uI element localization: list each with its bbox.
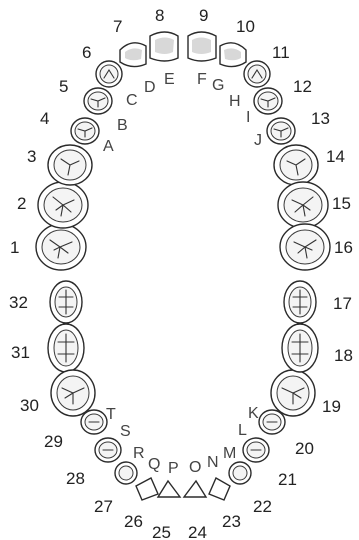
- tooth-28: [94, 437, 122, 463]
- label-permanent-23: 23: [222, 512, 241, 531]
- tooth-1: [35, 223, 87, 271]
- label-permanent-5: 5: [59, 77, 68, 96]
- tooth-5: [83, 87, 113, 115]
- label-permanent-11: 11: [272, 43, 290, 62]
- tooth-22: [228, 461, 252, 485]
- label-primary-M: M: [223, 445, 236, 462]
- tooth-7: [119, 42, 147, 68]
- tooth-6: [95, 60, 123, 88]
- tooth-15: [277, 181, 329, 229]
- label-permanent-15: 15: [332, 194, 351, 213]
- label-permanent-22: 22: [253, 497, 272, 516]
- tooth-12: [253, 87, 283, 115]
- label-permanent-3: 3: [27, 147, 36, 166]
- label-permanent-25: 25: [152, 523, 171, 540]
- label-permanent-13: 13: [311, 109, 330, 128]
- label-permanent-24: 24: [188, 523, 207, 540]
- label-permanent-2: 2: [17, 194, 26, 213]
- label-primary-N: N: [207, 454, 219, 471]
- tooth-9: [187, 31, 217, 62]
- tooth-27: [114, 461, 138, 485]
- tooth-2: [37, 181, 89, 229]
- label-permanent-29: 29: [44, 432, 63, 451]
- label-primary-C: C: [126, 92, 138, 109]
- label-primary-D: D: [144, 79, 156, 96]
- label-primary-G: G: [212, 77, 224, 94]
- label-permanent-6: 6: [82, 43, 91, 62]
- tooth-17: [283, 280, 317, 324]
- tooth-14: [273, 144, 319, 186]
- label-permanent-21: 21: [278, 470, 297, 489]
- label-primary-H: H: [229, 93, 241, 110]
- label-primary-K: K: [248, 405, 259, 422]
- label-primary-O: O: [189, 459, 201, 476]
- label-permanent-10: 10: [236, 17, 255, 36]
- label-primary-T: T: [106, 406, 116, 423]
- tooth-18: [281, 323, 319, 373]
- label-primary-Q: Q: [148, 456, 160, 473]
- label-primary-J: J: [254, 132, 262, 149]
- label-permanent-30: 30: [20, 396, 39, 415]
- tooth-8: [149, 31, 179, 62]
- label-permanent-9: 9: [199, 6, 208, 25]
- label-permanent-28: 28: [66, 469, 85, 488]
- label-primary-R: R: [133, 445, 145, 462]
- tooth-16: [279, 223, 331, 271]
- label-permanent-17: 17: [333, 294, 352, 313]
- label-permanent-19: 19: [322, 397, 341, 416]
- tooth-25: [156, 479, 182, 498]
- label-primary-A: A: [103, 138, 114, 155]
- label-permanent-32: 32: [9, 293, 28, 312]
- label-permanent-8: 8: [155, 6, 164, 25]
- label-permanent-14: 14: [326, 147, 345, 166]
- label-permanent-31: 31: [11, 343, 30, 362]
- label-permanent-4: 4: [40, 109, 49, 128]
- tooth-24: [182, 479, 208, 498]
- tooth-4: [70, 117, 100, 145]
- label-permanent-16: 16: [334, 238, 353, 257]
- tooth-11: [243, 60, 271, 88]
- label-primary-P: P: [168, 460, 179, 477]
- label-primary-S: S: [120, 423, 131, 440]
- tooth-21: [242, 437, 270, 463]
- tooth-32: [49, 280, 83, 324]
- label-permanent-7: 7: [113, 17, 122, 36]
- label-permanent-20: 20: [295, 439, 314, 458]
- label-primary-L: L: [238, 422, 247, 439]
- tooth-20: [258, 409, 286, 435]
- label-permanent-18: 18: [334, 346, 353, 365]
- tooth-19: [270, 369, 316, 417]
- tooth-3: [47, 144, 93, 186]
- tooth-26: [135, 477, 159, 501]
- tooth-10: [219, 42, 247, 68]
- label-permanent-27: 27: [94, 497, 113, 516]
- label-primary-I: I: [246, 109, 250, 126]
- label-permanent-1: 1: [10, 238, 19, 257]
- label-primary-B: B: [117, 117, 128, 134]
- label-permanent-12: 12: [293, 77, 312, 96]
- tooth-23: [208, 477, 231, 501]
- label-permanent-26: 26: [124, 512, 143, 531]
- tooth-30: [50, 369, 96, 417]
- label-primary-F: F: [197, 71, 207, 88]
- tooth-31: [47, 323, 85, 373]
- tooth-29: [80, 409, 108, 435]
- label-primary-E: E: [164, 71, 175, 88]
- tooth-13: [266, 117, 296, 145]
